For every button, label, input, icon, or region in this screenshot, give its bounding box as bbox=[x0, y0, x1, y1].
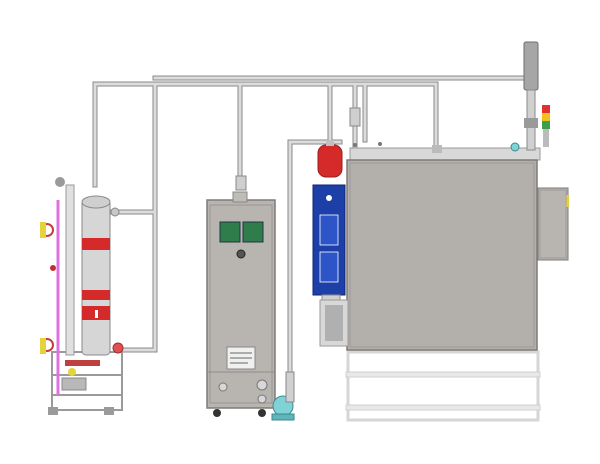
selector-knob bbox=[236, 249, 246, 259]
pipe-network bbox=[92, 75, 533, 375]
main-chamber bbox=[319, 142, 569, 422]
side-control-box bbox=[537, 187, 569, 261]
circulation-pump bbox=[271, 371, 295, 421]
display-screen-right bbox=[242, 221, 264, 243]
control-cabinet bbox=[206, 191, 276, 417]
column-body bbox=[81, 199, 111, 356]
expansion-tank bbox=[317, 140, 343, 178]
signal-tower bbox=[542, 105, 550, 147]
separator-column bbox=[40, 177, 124, 415]
display-screen-left bbox=[219, 221, 241, 243]
column-band-top bbox=[82, 238, 110, 250]
column-band-mid bbox=[82, 290, 110, 300]
vent-stack bbox=[523, 41, 539, 151]
inline-valve bbox=[235, 107, 361, 191]
chamber-body bbox=[346, 159, 538, 351]
chamber-stand bbox=[346, 350, 540, 422]
